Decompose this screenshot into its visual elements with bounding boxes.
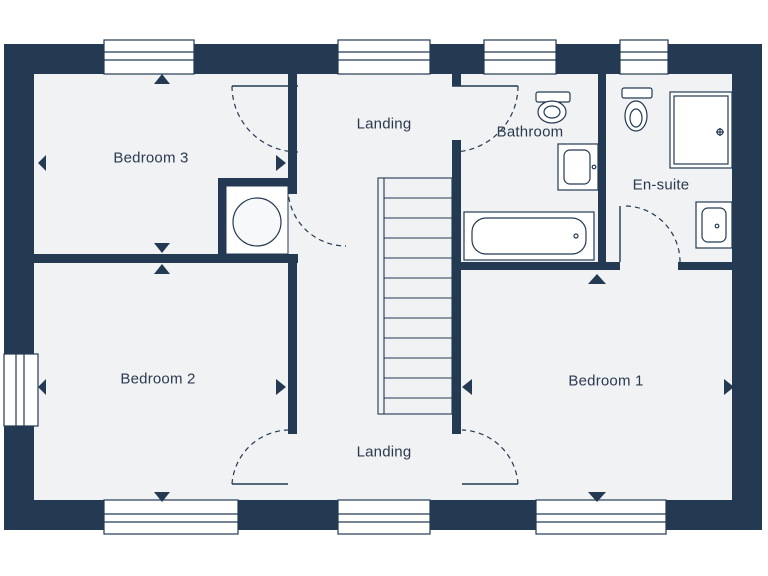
ensuite-toilet-icon [621,87,653,132]
room-label-bathroom: Bathroom [496,123,564,141]
shower-tray-icon [669,91,733,169]
bathroom-basin-icon [557,143,599,191]
room-label-bedroom-1: Bedroom 1 [568,372,644,390]
cylinder-cupboard [225,185,289,255]
windows [3,39,669,535]
bath-icon [463,211,595,261]
door-jambs [232,85,621,485]
door-swings [231,85,681,485]
room-label-en-suite: En-suite [632,176,690,194]
dimension-markers [38,74,734,502]
staircase [377,177,453,415]
room-label-bedroom-3: Bedroom 3 [113,149,189,167]
room-label-bedroom-2: Bedroom 2 [120,370,196,388]
room-label-landing-lower: Landing [356,443,412,461]
interior-walls [34,74,732,434]
ensuite-basin-icon [695,201,733,249]
room-label-landing-upper: Landing [356,115,412,133]
bathroom-toilet-icon [535,91,571,124]
